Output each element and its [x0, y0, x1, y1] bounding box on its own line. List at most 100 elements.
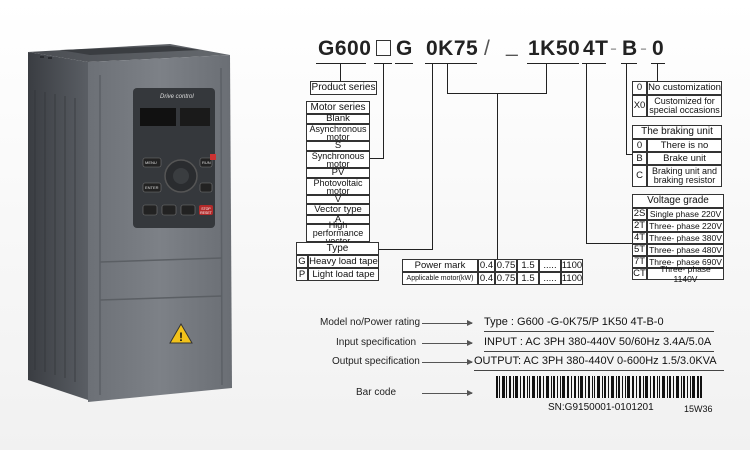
code-g: G	[396, 37, 413, 60]
motor-series-item: Vector type	[306, 204, 370, 215]
run-key-label: RUN	[202, 160, 211, 165]
custom-desc: Customized for special occasions	[647, 95, 722, 117]
connector-brake	[626, 63, 627, 154]
input-underline	[484, 351, 714, 352]
code-brake: B	[622, 37, 638, 60]
code-power: 0K75	[426, 37, 479, 60]
voltage-code: 5T	[632, 244, 647, 256]
motor-series-item: Synchronous motor	[306, 151, 370, 168]
connector-custom	[657, 63, 658, 81]
input-arrow	[422, 340, 473, 346]
underline-power	[425, 63, 477, 64]
output-underline	[474, 370, 724, 371]
voltage-desc: Single phase 220V	[647, 208, 724, 220]
output-value: OUTPUT: AC 3PH 380-440V 0-600Hz 1.5/3.0K…	[474, 355, 717, 367]
braking-desc: Braking unit and braking resistor	[647, 165, 722, 187]
braking-desc: There is no	[647, 139, 722, 152]
input-value: INPUT : AC 3PH 380-440V 50/60Hz 3.4A/5.0…	[484, 336, 712, 348]
enter-key-label: ENTER	[145, 185, 159, 190]
motor-series-item: PV	[306, 168, 370, 178]
type-desc: Heavy load tape	[308, 255, 379, 268]
output-label: Output specification	[332, 356, 420, 367]
panel-label: Drive control	[160, 94, 194, 100]
voltage-desc: Three- phase 690V	[647, 256, 724, 268]
barcode-label: Bar code	[356, 387, 397, 398]
underline-g	[395, 63, 413, 64]
voltage-code: CT	[632, 268, 647, 280]
connector-voltage	[586, 63, 587, 243]
product-series-cell: Product series	[310, 81, 377, 95]
voltage-code: 2T	[632, 220, 647, 232]
power-value: .....	[539, 259, 561, 272]
model-value: Type : G600 -G-0K75/P 1K50 4T-B-0	[484, 316, 664, 328]
power-value: 1.5	[517, 259, 539, 272]
code-series: G600	[318, 37, 372, 60]
model-arrow	[422, 320, 473, 326]
barcode-image	[496, 376, 702, 398]
underline-power2	[527, 63, 579, 64]
power-label: Applicable motor(kW)	[402, 272, 478, 285]
braking-code: 0	[632, 139, 647, 152]
type-desc: Light load tape	[308, 268, 379, 281]
motor-series-title: Motor series	[306, 101, 370, 114]
voltage-desc: Three- phase 1140V	[647, 264, 724, 284]
underline-custom	[651, 63, 665, 64]
connector-series	[340, 63, 341, 81]
input-label: Input specification	[336, 337, 417, 348]
motor-series-item: A	[306, 214, 370, 224]
power-value: 0.4	[478, 272, 495, 285]
voltage-code: 7T	[632, 256, 647, 268]
model-underline	[484, 331, 714, 332]
connector-brake-h	[626, 154, 632, 155]
custom-code: 0	[632, 81, 647, 95]
underline-voltage	[582, 63, 606, 64]
date-code: 15W36	[684, 404, 713, 414]
custom-code: X0	[632, 95, 647, 117]
motor-series-item: Asynchronous motor	[306, 124, 370, 141]
motor-series-item: V	[306, 194, 370, 204]
code-custom: 0	[652, 37, 665, 60]
code-slash: /	[484, 37, 490, 60]
motor-series-item: Photovoltaic motor	[306, 178, 370, 195]
motor-series-item: S	[306, 141, 370, 151]
power-value: 1100	[561, 272, 583, 285]
connector-voltage-h	[586, 243, 632, 244]
code-placeholder-box	[376, 37, 391, 61]
braking-desc: Brake unit	[647, 152, 722, 165]
type-code: G	[296, 255, 308, 268]
connector-type-h	[379, 249, 433, 250]
code-voltage: 4T	[583, 37, 609, 60]
braking-title: The braking unit	[632, 125, 722, 139]
power-value: 1.5	[517, 272, 539, 285]
connector-power-v	[497, 93, 498, 259]
inverter-device: ! Drive control MENU ENTER RUN STOP RESE…	[0, 0, 270, 450]
voltage-code: 2S	[632, 208, 647, 220]
connector-motor-h	[369, 158, 384, 159]
code-dash2: -	[610, 37, 617, 60]
voltage-desc: Three- phase 220V	[647, 220, 724, 232]
braking-code: C	[632, 165, 647, 187]
svg-text:!: !	[179, 330, 183, 344]
code-power2: 1K50	[528, 37, 581, 60]
connector-type	[432, 63, 433, 249]
output-arrow	[422, 359, 473, 365]
motor-series-item: Blank	[306, 114, 370, 124]
menu-key-label: MENU	[145, 160, 157, 165]
underline-brake	[621, 63, 637, 64]
power-label: Power mark	[402, 259, 478, 272]
braking-code: B	[632, 152, 647, 165]
power-value: 0.75	[495, 272, 517, 285]
voltage-code: 4T	[632, 232, 647, 244]
power-value: 0.4	[478, 259, 495, 272]
model-label: Model no/Power rating	[320, 317, 421, 328]
voltage-title: Voltage grade	[632, 194, 724, 208]
inverter-illustration: !	[28, 44, 232, 402]
power-value: 1100	[561, 259, 583, 272]
connector-power2	[546, 63, 547, 93]
power-value: .....	[539, 272, 561, 285]
motor-series-item: High performance vector	[306, 221, 370, 246]
code-dash3: -	[640, 37, 647, 60]
custom-desc: No customization	[647, 81, 722, 95]
power-value: 0.75	[495, 259, 517, 272]
code-dash: _	[506, 34, 518, 57]
